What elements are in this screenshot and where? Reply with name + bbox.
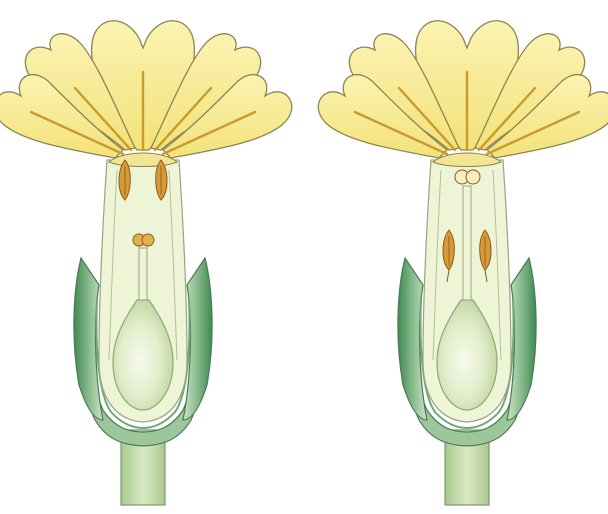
stigma-icon: [133, 234, 154, 246]
stigma-icon: [455, 170, 480, 184]
flower-left: [0, 21, 292, 505]
flower-right: [318, 21, 608, 505]
